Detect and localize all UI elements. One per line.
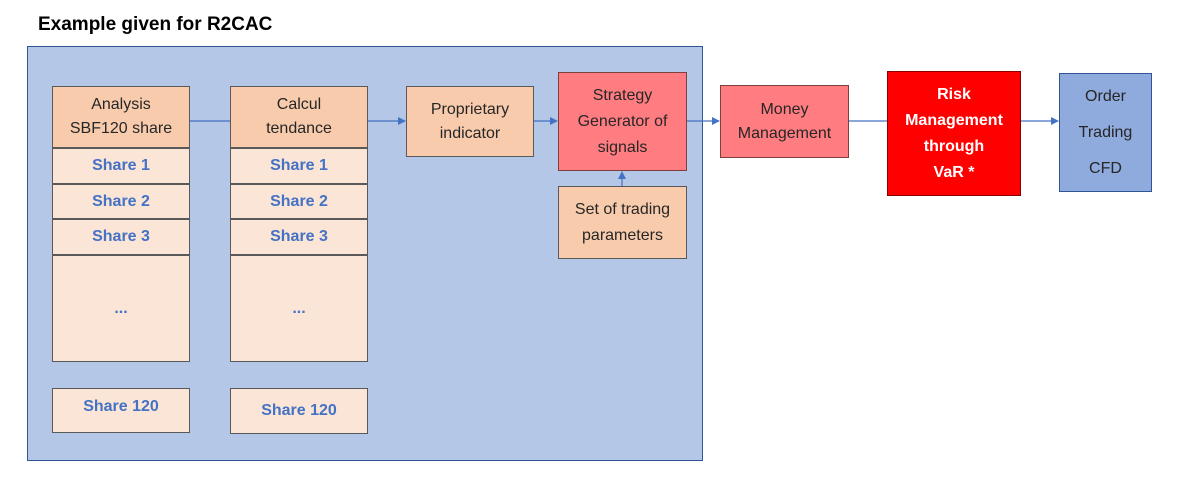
money-management-box: Money Management — [720, 85, 849, 158]
analysis-header: Analysis SBF120 share — [52, 86, 190, 148]
diagram-title: Example given for R2CAC — [38, 14, 273, 35]
proprietary-indicator-box: Proprietary indicator — [406, 86, 534, 157]
analysis-ellipsis: ... — [52, 255, 190, 362]
tendance-share-2: Share 2 — [230, 184, 368, 219]
tendance-header: Calcul tendance — [230, 86, 368, 148]
analysis-share-2: Share 2 — [52, 184, 190, 219]
analysis-share-120: Share 120 — [52, 388, 190, 433]
tendance-share-1: Share 1 — [230, 148, 368, 184]
analysis-share-1: Share 1 — [52, 148, 190, 184]
trading-parameters-box: Set of trading parameters — [558, 186, 687, 259]
strategy-box: Strategy Generator of signals — [558, 72, 687, 171]
tendance-ellipsis: ... — [230, 255, 368, 362]
tendance-share-3: Share 3 — [230, 219, 368, 255]
risk-management-box: Risk Management through VaR * — [887, 71, 1021, 196]
analysis-share-3: Share 3 — [52, 219, 190, 255]
order-trading-box: Order Trading CFD — [1059, 73, 1152, 192]
tendance-share-120: Share 120 — [230, 388, 368, 434]
